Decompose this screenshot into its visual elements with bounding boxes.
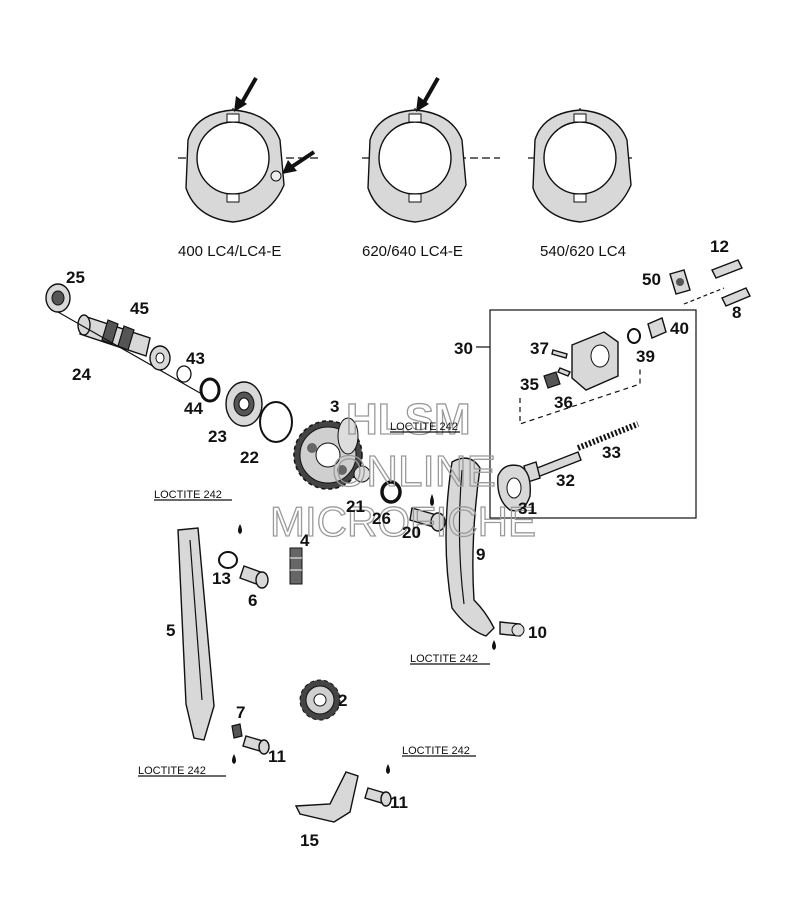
callout-15: 15 [300, 831, 319, 850]
loctite-label: LOCTITE 242 [154, 489, 222, 501]
bolt-20 [409, 507, 446, 532]
cam-sprocket-3 [293, 417, 363, 490]
callout-5: 5 [166, 621, 175, 640]
callout-44: 44 [184, 399, 203, 418]
bolt-11-right [364, 787, 392, 807]
guide-rail-5 [177, 527, 215, 741]
variant-view-2: 620/640 LC4-E [362, 77, 500, 260]
callout-10: 10 [528, 623, 547, 642]
watermark: HLSM ONLINE MICROFICHE [269, 394, 536, 545]
callout-7: 7 [236, 703, 245, 722]
oring-44 [199, 377, 221, 403]
plug-40 [647, 317, 667, 339]
oring-39 [627, 328, 641, 344]
callout-24: 24 [72, 365, 91, 384]
gasket-31 [497, 464, 531, 512]
guide-15 [294, 771, 359, 823]
tensioner-rail-9 [445, 457, 495, 637]
part-numbers: 25 45 24 43 44 23 22 3 21 26 20 30 37 35… [66, 237, 741, 850]
callout-20: 20 [402, 523, 421, 542]
chain-segment-4 [289, 547, 303, 585]
callout-32: 32 [556, 471, 575, 490]
washer-21 [353, 465, 371, 483]
callout-40: 40 [670, 319, 689, 338]
loctite-label: LOCTITE 242 [390, 421, 458, 433]
loctite-drop [492, 640, 496, 650]
callout-37: 37 [530, 339, 549, 358]
loctite-label: LOCTITE 242 [138, 765, 206, 777]
callout-45: 45 [130, 299, 149, 318]
washer-26 [380, 480, 402, 504]
variant-label: 540/620 LC4 [540, 243, 626, 260]
tensioner-housing [571, 331, 619, 391]
callout-39: 39 [636, 347, 655, 366]
variant-label: 400 LC4/LC4-E [178, 243, 281, 260]
callout-35: 35 [520, 375, 539, 394]
callout-22: 22 [240, 448, 259, 467]
callout-6: 6 [248, 591, 257, 610]
callout-13: 13 [212, 569, 231, 588]
variant-view-3: 540/620 LC4 [528, 108, 635, 260]
loctite-drop [430, 494, 434, 506]
nut-35 [543, 371, 561, 389]
callout-33: 33 [602, 443, 621, 462]
callout-12: 12 [710, 237, 729, 256]
callout-23: 23 [208, 427, 227, 446]
svg-text:HLSM: HLSM [346, 395, 471, 444]
loctite-drop [238, 524, 242, 534]
callout-50: 50 [642, 270, 661, 289]
bracket-50 [669, 269, 691, 295]
callout-36: 36 [554, 393, 573, 412]
crank-sprocket-2 [299, 679, 341, 721]
ring-43 [149, 345, 192, 383]
callout-2: 2 [338, 691, 347, 710]
callout-25: 25 [66, 268, 85, 287]
variant-view-1: 400 LC4/LC4-E [178, 77, 318, 260]
callout-31: 31 [518, 499, 537, 518]
spacer-7 [231, 723, 243, 739]
callout-30: 30 [454, 339, 473, 358]
callout-9: 9 [476, 545, 485, 564]
callout-26: 26 [372, 509, 391, 528]
bolt-6 [239, 565, 269, 589]
pin-37 [551, 349, 568, 359]
washer-13 [218, 551, 238, 569]
variant-label: 620/640 LC4-E [362, 243, 463, 260]
svg-text:MICROFICHE: MICROFICHE [270, 498, 536, 545]
bolt-11-left [242, 735, 270, 755]
callout-43: 43 [186, 349, 205, 368]
loctite-label: LOCTITE 242 [402, 745, 470, 757]
bearing-23 [225, 381, 263, 427]
callout-4: 4 [300, 531, 310, 550]
spring-36 [557, 367, 571, 377]
callout-11-right: 11 [390, 793, 408, 812]
circlip-22 [259, 401, 293, 443]
loctite-drop [232, 754, 236, 764]
callout-21: 21 [346, 497, 365, 516]
bolt-8 [721, 287, 751, 307]
bearing-25 [45, 283, 71, 313]
spring-33 [576, 421, 640, 451]
svg-text:ONLINE: ONLINE [332, 447, 496, 496]
callout-11-left: 11 [268, 747, 286, 766]
tensioner-group-box [489, 309, 697, 519]
callout-8: 8 [732, 303, 741, 322]
camshaft-24 [77, 314, 151, 357]
callout-3: 3 [330, 397, 339, 416]
loctite-drop [386, 764, 390, 774]
bolt-10 [499, 621, 525, 637]
bolt-12 [711, 259, 743, 279]
loctite-label: LOCTITE 242 [410, 653, 478, 665]
